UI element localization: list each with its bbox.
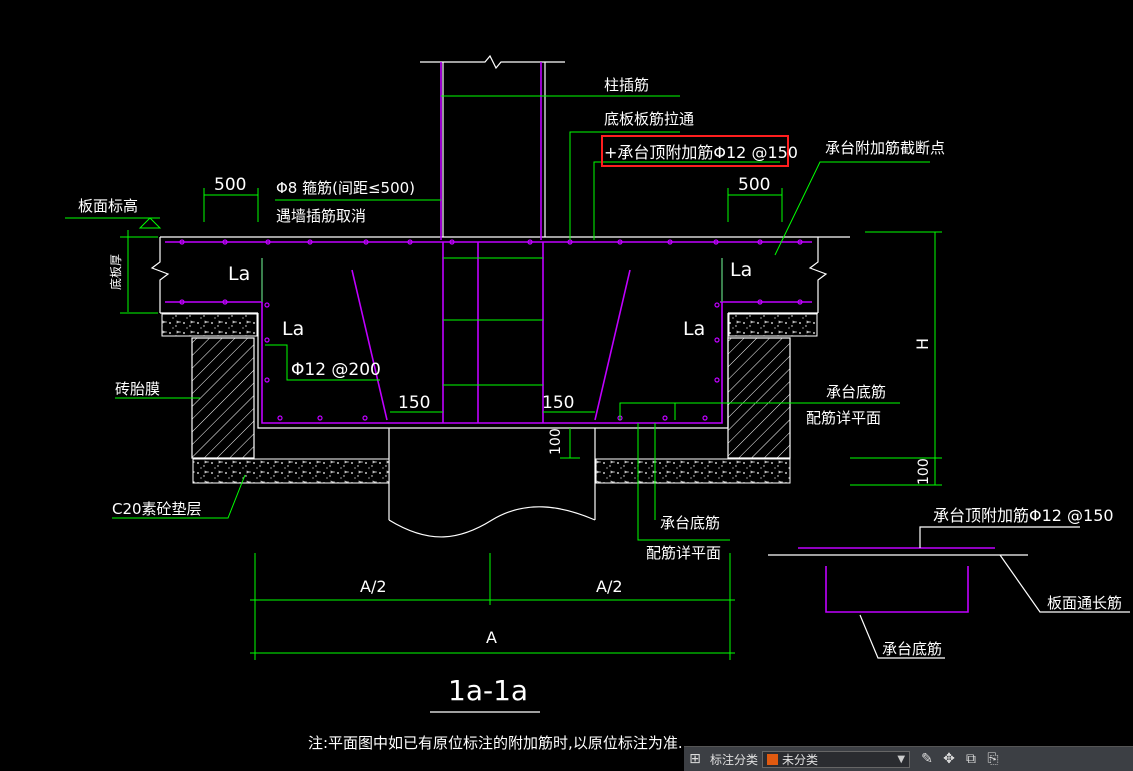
label-inset-cap-bottom: 承台底筋: [882, 640, 942, 658]
label-bottom-slab-rebar: 底板板筋拉通: [604, 110, 694, 128]
chevron-down-icon: ▼: [897, 753, 906, 765]
dim-100-right: 100: [916, 458, 932, 485]
copy-icon[interactable]: ⧉: [966, 751, 977, 767]
cushion-bottom-left: [192, 458, 390, 484]
cushion-right-top: [728, 313, 818, 337]
label-inset-slab-rebar: 板面通长筋: [1047, 594, 1122, 612]
label-brick-form: 砖胎膜: [115, 380, 160, 398]
dim-150-left: 150: [398, 393, 430, 413]
label-cushion: C20素砼垫层: [112, 500, 202, 518]
dim-150-right: 150: [542, 393, 574, 413]
edit-icon[interactable]: ✎: [921, 751, 933, 767]
category-value: 未分类: [782, 752, 819, 767]
label-cap-bottom-1: 承台底筋: [826, 383, 886, 401]
category-swatch: [767, 753, 779, 765]
brick-form-right: [727, 337, 791, 459]
dim-half-right: A/2: [596, 577, 623, 596]
highlight-box[interactable]: [601, 135, 789, 167]
rebar: [165, 62, 995, 613]
label-la-1: La: [228, 263, 250, 285]
text-labels: 柱插筋 底板板筋拉通 +承台顶附加筋Φ12 @150 承台附加筋截断点 Φ8 箍…: [78, 76, 1122, 752]
label-la-3: La: [730, 259, 752, 281]
label-cap-rebar-cutoff: 承台附加筋截断点: [825, 139, 945, 157]
section-title: 1a-1a: [448, 674, 528, 707]
label-cap-top-rebar: +承台顶附加筋Φ12 @150: [604, 143, 798, 162]
annotation-toolbar: ⊞ 标注分类 未分类 ▼ ✎ ✥ ⧉ ⎘: [684, 746, 1133, 771]
label-la-2: La: [282, 318, 304, 340]
label-inset-top-rebar: 承台顶附加筋Φ12 @150: [933, 506, 1114, 525]
dim-h: H: [913, 338, 932, 350]
cushion-left-top: [161, 313, 258, 337]
label-slab-top-elev: 板面标高: [78, 197, 138, 215]
category-select[interactable]: 未分类 ▼: [762, 750, 911, 768]
dim-full: A: [486, 628, 497, 647]
label-la-4: La: [683, 318, 705, 340]
label-column-rebar: 柱插筋: [604, 76, 649, 94]
move-icon[interactable]: ✥: [943, 751, 955, 767]
paste-icon[interactable]: ⎘: [987, 751, 999, 767]
cushion-bottom-right: [595, 458, 791, 484]
note-text: 注:平面图中如已有原位标注的附加筋时,以原位标注为准.: [308, 734, 683, 752]
label-cap-bottom-1b: 配筋详平面: [806, 409, 881, 427]
leaders: [65, 95, 1130, 713]
category-label: 标注分类: [710, 752, 759, 767]
dim-500-right: 500: [738, 175, 770, 195]
brick-form-left: [191, 337, 255, 459]
label-cap-bottom-2b: 配筋详平面: [646, 544, 721, 562]
label-stirrup: Φ8 箍筋(间距≤500): [276, 179, 415, 197]
dim-500-left: 500: [214, 175, 246, 195]
dim-half-left: A/2: [360, 577, 387, 596]
dim-100-mid: 100: [548, 428, 564, 455]
label-wall-insert-cancel: 遇墙插筋取消: [276, 207, 366, 225]
label-side-rebar: Φ12 @200: [291, 360, 381, 380]
label-slab-thickness: 底板厚: [108, 254, 123, 290]
label-cap-bottom-2: 承台底筋: [660, 514, 720, 532]
rebar-dots: [179, 239, 803, 421]
grid-icon[interactable]: ⊞: [689, 751, 701, 767]
